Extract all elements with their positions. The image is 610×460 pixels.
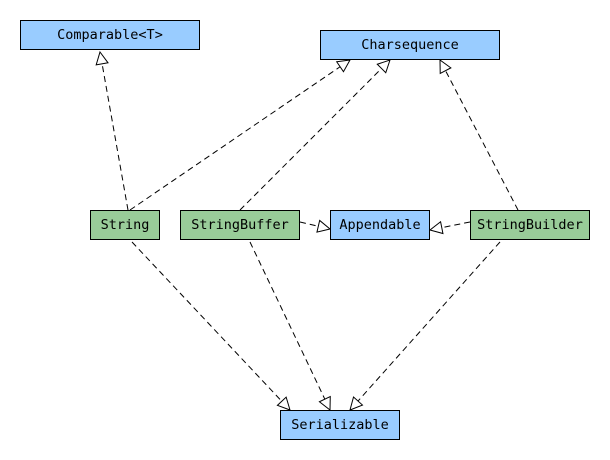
hollow-triangle-arrowhead-icon [428,220,444,235]
hollow-triangle-arrowhead-icon [349,396,364,411]
edge-stringbuilder-to-serializable [349,241,501,411]
hollow-triangle-arrowhead-icon [316,219,332,233]
edge-line [129,66,341,211]
edge-line [441,221,471,229]
node-charsequence: Charsequence [320,30,500,60]
edge-stringbuffer-to-appendable [299,219,332,233]
edge-line [299,221,319,227]
hollow-triangle-arrowhead-icon [318,395,331,412]
edge-stringbuilder-to-charsequence [439,59,519,211]
node-string: String [90,210,160,240]
edge-line [357,241,501,402]
hollow-triangle-arrowhead-icon [95,50,109,66]
edge-line [101,63,129,211]
edge-string-to-serializable [131,241,291,411]
edge-stringbuffer-to-charsequence [239,59,391,211]
node-stringbuffer: StringBuffer [180,210,300,240]
edge-line [131,241,283,402]
hollow-triangle-arrowhead-icon [335,59,351,73]
hollow-triangle-arrowhead-icon [376,59,391,74]
edge-line [249,241,326,400]
node-comparable: Comparable<T> [20,20,200,50]
hollow-triangle-arrowhead-icon [276,396,291,411]
edge-string-to-comparable [95,50,129,211]
node-appendable: Appendable [330,210,430,240]
node-serializable: Serializable [280,410,400,440]
node-stringbuilder: StringBuilder [470,210,590,240]
edge-line [239,68,382,211]
edge-string-to-charsequence [129,59,351,211]
edge-stringbuilder-to-appendable [428,220,471,235]
edge-line [445,70,519,211]
edge-stringbuffer-to-serializable [249,241,331,412]
hollow-triangle-arrowhead-icon [439,59,452,75]
